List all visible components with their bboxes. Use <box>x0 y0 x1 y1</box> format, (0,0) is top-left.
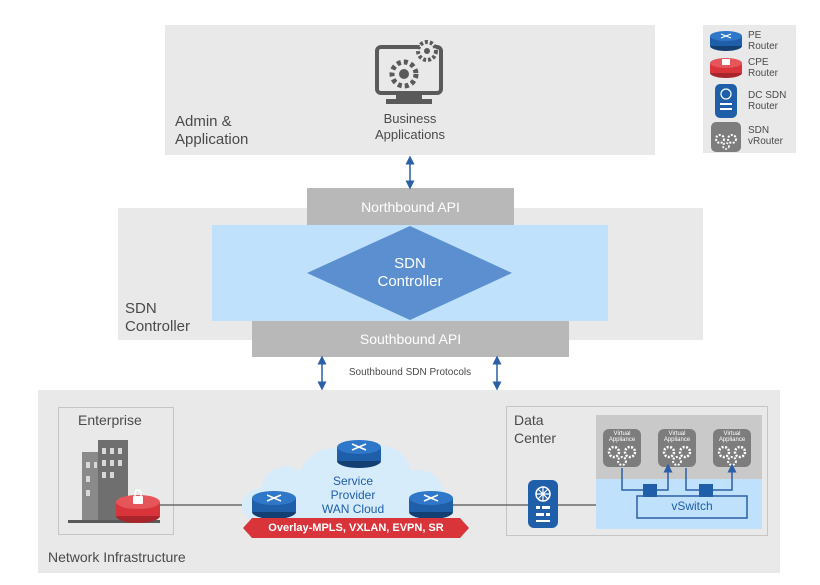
southbound-api-label: Southbound API <box>359 331 462 347</box>
admin-label-line2: Application <box>175 131 249 148</box>
legend-dc-sdn-router-icon <box>715 84 737 118</box>
legend-cpe-line1: CPE <box>748 57 769 68</box>
southbound-api-bar <box>252 321 569 357</box>
vswitch-box <box>636 495 748 519</box>
virtual-appliance-2-icon <box>658 429 696 467</box>
legend-pe-line2: Router <box>748 41 779 52</box>
sdn-controller-title-line1: SDN <box>394 255 426 272</box>
northbound-api-bar <box>307 188 514 226</box>
network-infrastructure-label: Network Infrastructure <box>48 549 186 565</box>
pe-router-top-icon <box>337 440 381 468</box>
legend-dcsdn-line2: Router <box>748 101 779 112</box>
virtual-appliance-3-label-line1: Virtual <box>723 431 741 437</box>
virtual-appliance-1-icon <box>603 429 641 467</box>
cloud-label-line3: WAN Cloud <box>321 502 385 516</box>
virtual-appliance-1-label-line2: Appliance <box>608 437 636 443</box>
pe-router-left-icon <box>252 491 296 519</box>
data-center-label-line1: Data <box>514 412 544 428</box>
vswitch-label: vSwitch <box>671 499 713 513</box>
vswitch-links <box>621 463 737 491</box>
legend-cpe-line2: Router <box>748 68 779 79</box>
sdn-controller-label-line1: SDN <box>125 300 157 317</box>
legend-vrouter-line1: SDN <box>748 125 770 136</box>
virtual-appliance-3-label-line2: Appliance <box>718 437 746 443</box>
cpe-router-icon <box>116 489 160 523</box>
virtual-appliance-2-label-line1: Virtual <box>668 431 686 437</box>
data-center-box <box>506 406 768 536</box>
legend-sdn-vrouter-icon <box>711 122 741 152</box>
sdn-controller-label-line2: Controller <box>125 318 191 335</box>
data-center-label-line2: Center <box>514 430 557 446</box>
vswitch-port-1 <box>643 484 657 497</box>
vswitch-area <box>596 479 762 529</box>
cloud-label-line1: Service <box>332 474 373 488</box>
overlay-label: Overlay-MPLS, VXLAN, EVPN, SR <box>268 522 444 534</box>
enterprise-label: Enterprise <box>78 412 142 428</box>
legend-cpe-router-icon <box>710 58 742 78</box>
dc-sdn-router-icon <box>528 480 558 528</box>
overlay-banner <box>243 518 469 538</box>
vswitch-port-2 <box>699 484 713 497</box>
virtual-appliance-1-label-line1: Virtual <box>613 431 631 437</box>
cloud-label-line2: Provider <box>330 488 376 502</box>
legend-pe-line1: PE <box>748 30 762 41</box>
legend-pe-router-icon <box>710 31 742 51</box>
business-applications-icon <box>375 40 443 104</box>
legend-dcsdn-line1: DC SDN <box>748 90 787 101</box>
virtual-appliance-3-icon <box>713 429 751 467</box>
virtual-appliance-2-label-line2: Appliance <box>663 437 691 443</box>
southbound-protocols-label: Southbound SDN Protocols <box>348 367 472 378</box>
sdn-controller-title-line2: Controller <box>377 273 443 290</box>
sdn-controller-diamond <box>307 226 512 320</box>
admin-label-line1: Admin & <box>175 113 232 130</box>
business-applications-line1: Business <box>383 111 437 126</box>
pe-router-right-icon <box>409 491 453 519</box>
legend-vrouter-line2: vRouter <box>748 136 784 147</box>
business-applications-line2: Applications <box>374 127 446 142</box>
enterprise-box <box>58 407 174 535</box>
northbound-api-label: Northbound API <box>361 199 460 215</box>
